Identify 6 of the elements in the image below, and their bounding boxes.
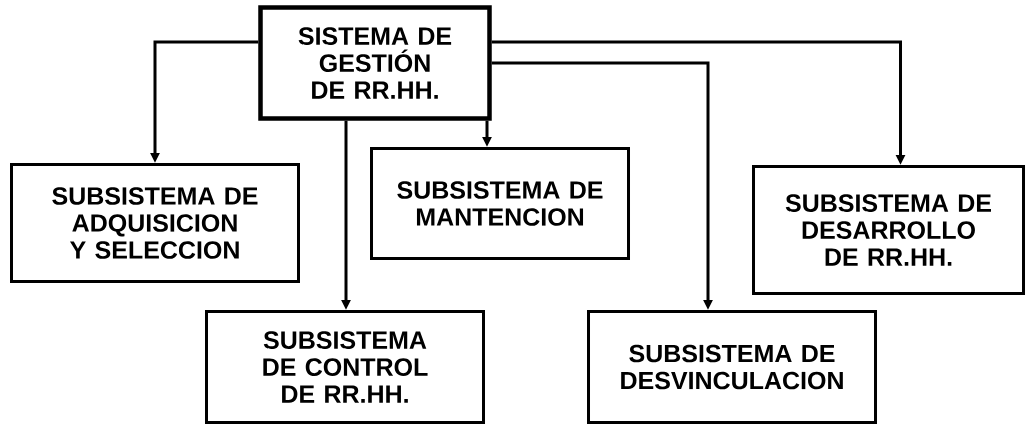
subsystem-box: SUBSISTEMA DE DESARROLLO DE RR.HH. [752,165,1025,295]
system-box: SISTEMA DE GESTIÓN DE RR.HH. [258,5,492,121]
subsystem-box: SUBSISTEMA DE MANTENCION [370,147,630,260]
subsystem-box: SUBSISTEMA DE DESVINCULACION [587,310,877,424]
subsystem-box: SUBSISTEMA DE ADQUISICION Y SELECCION [10,163,300,283]
subsystem-box: SUBSISTEMA DE CONTROL DE RR.HH. [205,310,485,424]
